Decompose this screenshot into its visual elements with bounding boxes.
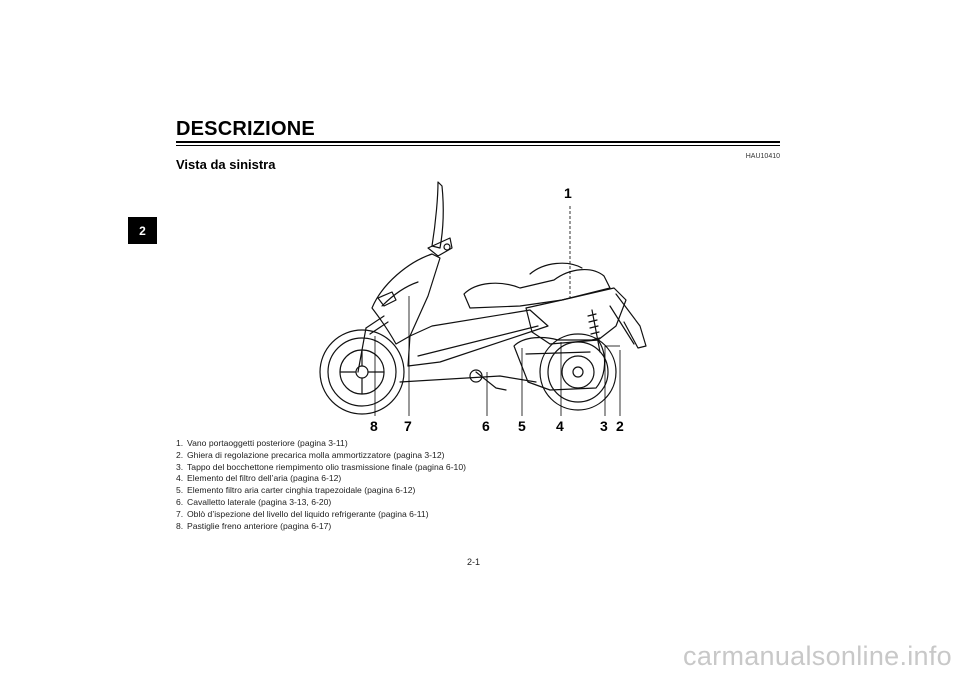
legend-text: Pastiglie freno anteriore (pagina 6-17) <box>187 520 332 531</box>
handlebar <box>427 237 453 257</box>
legend-item: 2.Ghiera di regolazione precarica molla … <box>176 450 476 462</box>
title-rule <box>176 141 780 146</box>
legend-item: 4.Elemento del filtro dell’aria (pagina … <box>176 473 476 485</box>
parts-legend: 1.Vano portaoggetti posteriore (pagina 3… <box>176 438 476 532</box>
section-code: HAU10410 <box>745 153 780 160</box>
legend-num: 2. <box>176 449 184 460</box>
callout-2: 2 <box>616 418 624 434</box>
callout-8: 8 <box>370 418 378 434</box>
watermark[interactable]: carmanualsonline.info <box>683 641 952 671</box>
side-stand <box>475 371 507 391</box>
legend-text: Elemento del filtro dell’aria (pagina 6-… <box>187 473 342 484</box>
legend-item: 5.Elemento filtro aria carter cinghia tr… <box>176 485 476 497</box>
callout-7: 7 <box>404 418 412 434</box>
front-fairing <box>371 253 441 345</box>
seat <box>463 269 611 309</box>
rear-wheel <box>539 333 617 411</box>
page-number: 2-1 <box>467 557 481 567</box>
chapter-tab: 2 <box>128 217 157 244</box>
legend-num: 7. <box>176 508 184 519</box>
section-subtitle: Vista da sinistra <box>176 157 276 172</box>
callout-6: 6 <box>482 418 490 434</box>
legend-num: 4. <box>176 473 184 484</box>
callout-5: 5 <box>518 418 526 434</box>
legend-text: Vano portaoggetti posteriore (pagina 3-1… <box>187 438 348 448</box>
legend-text: Tappo del bocchettone riempimento olio t… <box>187 461 466 472</box>
legend-text: Ghiera di regolazione precarica molla am… <box>187 449 445 460</box>
page-title: DESCRIZIONE <box>176 118 315 140</box>
legend-num: 6. <box>176 496 184 507</box>
floorboard <box>407 309 549 367</box>
callout-3: 3 <box>600 418 608 434</box>
legend-num: 1. <box>176 438 184 448</box>
callout-4: 4 <box>556 418 564 434</box>
legend-num: 5. <box>176 485 184 496</box>
legend-text: Cavalletto laterale (pagina 3-13, 6-20) <box>187 496 332 507</box>
rear-body <box>525 287 627 345</box>
legend-item: 1.Vano portaoggetti posteriore (pagina 3… <box>176 438 476 450</box>
legend-num: 8. <box>176 520 184 531</box>
callout-1: 1 <box>564 185 572 201</box>
legend-item: 6.Cavalletto laterale (pagina 3-13, 6-20… <box>176 497 476 509</box>
legend-text: Elemento filtro aria carter cinghia trap… <box>187 485 416 496</box>
windscreen <box>431 181 444 249</box>
legend-text: Oblò d’ispezione del livello del liquido… <box>187 508 429 519</box>
scooter-drawing: 1 2 3 4 5 6 7 8 <box>319 181 647 434</box>
legend-num: 3. <box>176 461 184 472</box>
legend-item: 7.Oblò d’ispezione del livello del liqui… <box>176 509 476 521</box>
scooter-left-side-illustration: 1 2 3 4 5 6 7 8 <box>300 176 660 436</box>
legend-item: 3.Tappo del bocchettone riempimento olio… <box>176 462 476 474</box>
front-wheel <box>319 329 405 415</box>
legend-item: 8.Pastiglie freno anteriore (pagina 6-17… <box>176 521 476 533</box>
